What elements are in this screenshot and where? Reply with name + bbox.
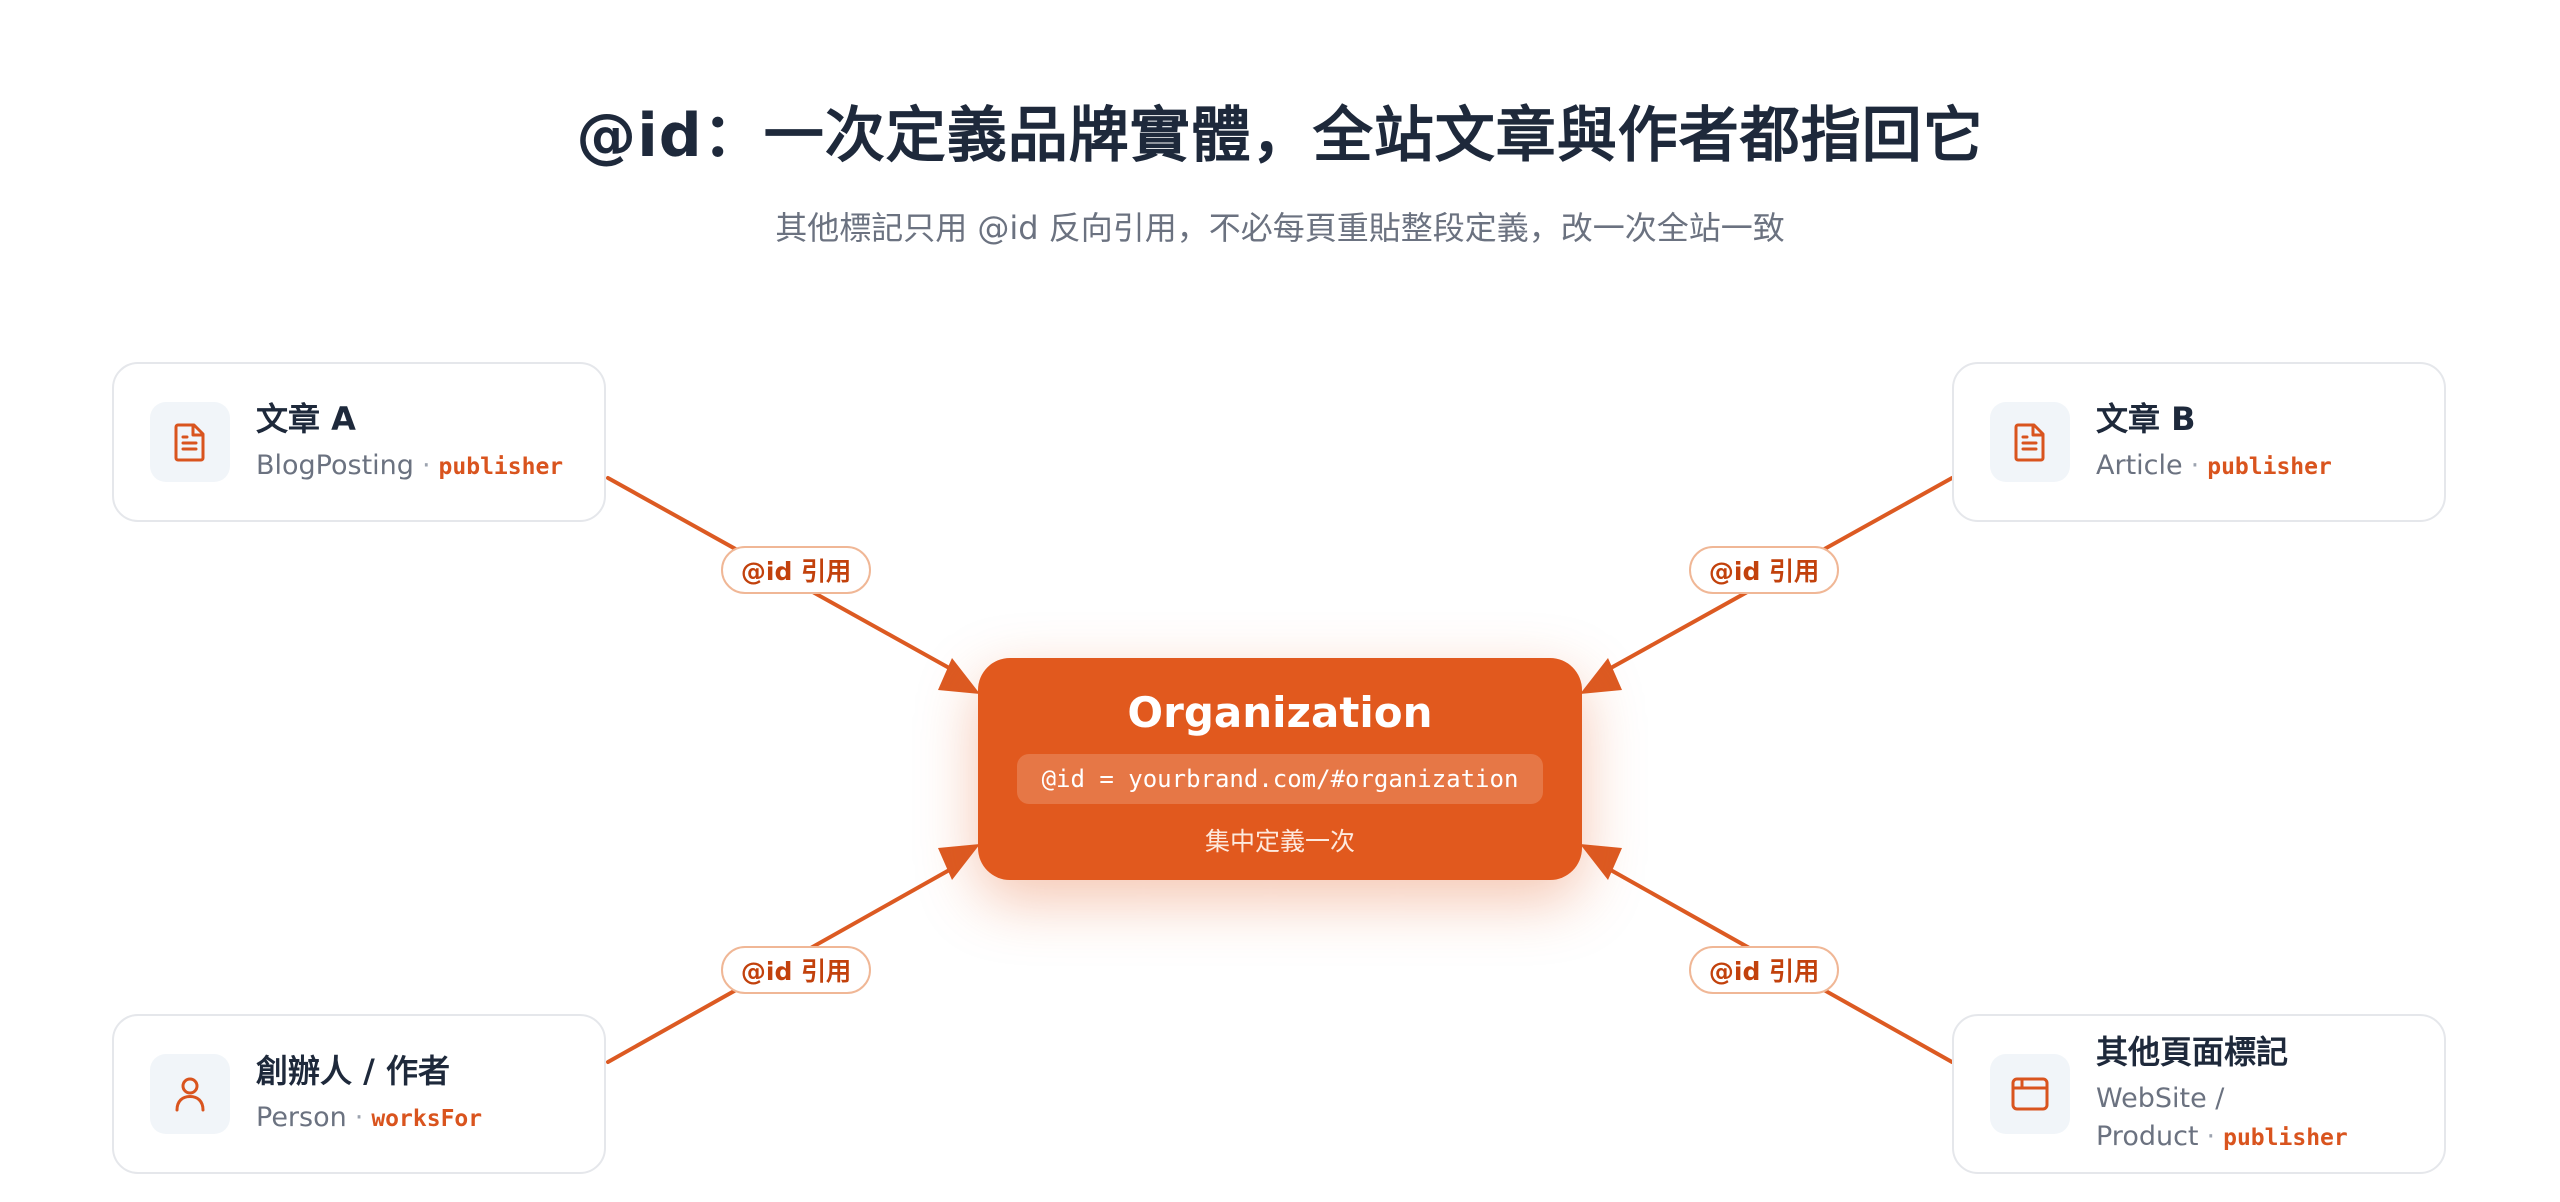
edge-label-d: @id 引用: [1689, 946, 1839, 994]
node-type: Person: [256, 1102, 347, 1134]
edge-label-a: @id 引用: [721, 546, 871, 594]
separator: ·: [2206, 1121, 2216, 1152]
node-name: 其他頁面標記: [2096, 1033, 2289, 1072]
node-property: publisher: [2207, 454, 2332, 481]
node-card-other-pages: 其他頁面標記 WebSite / Product· publisher: [1952, 1014, 2446, 1174]
node-name: 文章 B: [2096, 400, 2196, 439]
node-name: 文章 A: [256, 400, 356, 439]
node-property: publisher: [2223, 1125, 2348, 1151]
arrowhead-d: [1580, 844, 1622, 880]
node-property: publisher: [438, 454, 564, 481]
separator: ·: [421, 450, 431, 482]
edge-label-b: @id 引用: [1689, 546, 1839, 594]
person-icon: [150, 1054, 230, 1134]
organization-title: Organization: [1127, 688, 1433, 737]
node-card-article-a: 文章 A BlogPosting· publisher: [112, 362, 606, 522]
diagram-subtitle: 其他標記只用 @id 反向引用，不必每頁重貼整段定義，改一次全站一致: [775, 209, 1785, 247]
organization-id-code: @id = yourbrand.com/#organization: [1017, 754, 1543, 805]
node-type: BlogPosting: [256, 450, 414, 482]
node-type: Article: [2096, 450, 2183, 482]
arrowhead-a: [938, 658, 980, 694]
arrowhead-b: [1580, 658, 1622, 694]
organization-node: Organization @id = yourbrand.com/#organi…: [978, 658, 1582, 880]
node-type: WebSite / Product: [2096, 1083, 2225, 1152]
document-icon: [1990, 402, 2070, 482]
browser-window-icon: [1990, 1054, 2070, 1134]
node-property: worksFor: [371, 1106, 483, 1133]
node-name: 創辦人 / 作者: [256, 1052, 450, 1091]
document-icon: [150, 402, 230, 482]
organization-note: 集中定義一次: [1204, 827, 1355, 857]
node-card-person: 創辦人 / 作者 Person· worksFor: [112, 1014, 606, 1174]
separator: ·: [2190, 450, 2200, 482]
separator: ·: [354, 1102, 364, 1134]
edge-label-c: @id 引用: [721, 946, 871, 994]
arrowhead-c: [938, 844, 980, 880]
diagram-title: @id：一次定義品牌實體，全站文章與作者都指回它: [576, 101, 1984, 171]
node-card-article-b: 文章 B Article· publisher: [1952, 362, 2446, 522]
